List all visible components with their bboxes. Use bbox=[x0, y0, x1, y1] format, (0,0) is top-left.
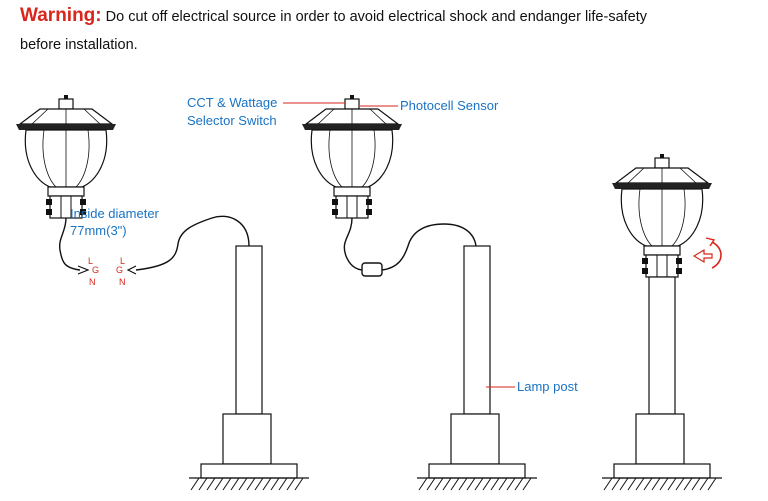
rotate-arrow-icon bbox=[692, 237, 722, 269]
wire-connector bbox=[361, 262, 383, 277]
supply-wire-1 bbox=[135, 215, 250, 271]
lamp-post-3 bbox=[601, 276, 723, 491]
wire-l-right: L bbox=[120, 256, 125, 266]
cct-wattage-label-2: Selector Switch bbox=[187, 113, 277, 128]
fixture-wire-2 bbox=[343, 217, 365, 271]
photocell-label: Photocell Sensor bbox=[400, 98, 499, 113]
lamp-head-3 bbox=[611, 153, 713, 278]
inside-diameter-label-1: Inside diameter bbox=[70, 206, 160, 221]
wire-g-right: G bbox=[116, 265, 123, 275]
wire-n-left: N bbox=[89, 277, 96, 287]
lamp-post-1 bbox=[188, 245, 310, 491]
wire-g-left: G bbox=[92, 265, 99, 275]
warning-label: Warning: bbox=[20, 5, 102, 26]
lamp-head-1 bbox=[15, 94, 117, 219]
lamp-post-2 bbox=[416, 245, 538, 491]
wire-n-right: N bbox=[119, 277, 126, 287]
cct-wattage-label-1: CCT & Wattage bbox=[187, 95, 277, 110]
fixture-wire-1 bbox=[58, 217, 81, 271]
wire-l-left: L bbox=[88, 256, 93, 266]
warning-text: Do cut off electrical source in order to… bbox=[105, 9, 648, 25]
lamp-post-label: Lamp post bbox=[517, 379, 578, 394]
warning-line: Warning: Do cut off electrical source in… bbox=[20, 6, 647, 27]
supply-wire-2 bbox=[381, 223, 477, 271]
lamp-head-2 bbox=[301, 94, 403, 219]
inside-diameter-label-2: 77mm(3") bbox=[70, 223, 127, 238]
warning-text-continued: before installation. bbox=[20, 37, 138, 53]
